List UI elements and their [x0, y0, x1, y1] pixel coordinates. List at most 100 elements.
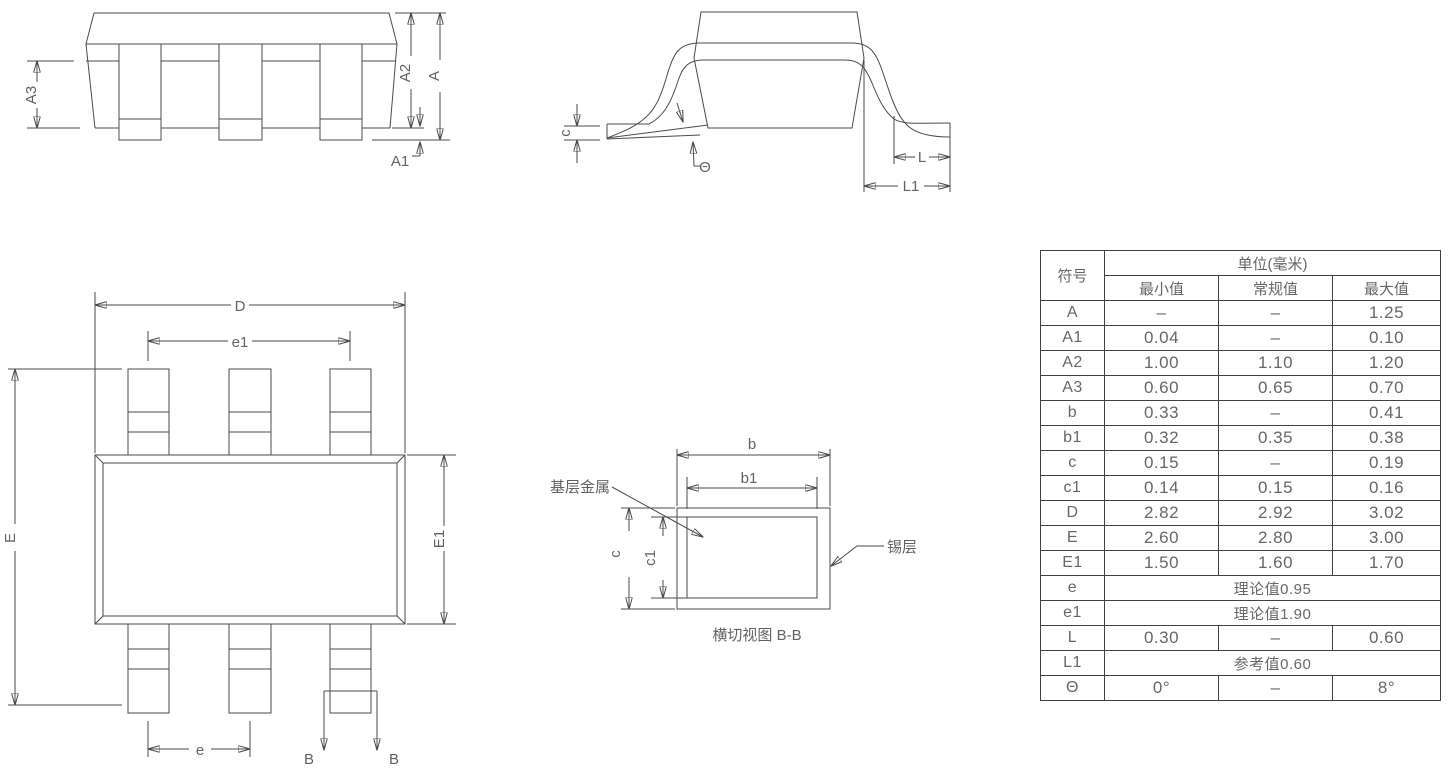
- cell-typ: –: [1218, 325, 1333, 351]
- top-pins-upper: [127, 368, 372, 456]
- dim-label-b1: b1: [741, 470, 758, 487]
- table-header-symbol: 符号: [1040, 250, 1105, 301]
- cell-max: 0.16: [1331, 475, 1442, 501]
- cell-typ: –: [1218, 300, 1333, 326]
- dim-e1: e1: [147, 331, 351, 361]
- dim-label-L: L: [918, 149, 926, 166]
- table-header-min: 最小值: [1104, 275, 1219, 301]
- top-pins-lower: [127, 623, 372, 714]
- dim-E: E: [2, 368, 122, 706]
- dim-label-b: b: [748, 436, 756, 453]
- cell-symbol: L: [1040, 625, 1105, 651]
- table-row: A – – 1.25: [1040, 300, 1442, 326]
- dim-label-A3: A3: [23, 86, 40, 104]
- cell-symbol: e: [1040, 575, 1105, 601]
- table-row: c1 0.14 0.15 0.16: [1040, 475, 1442, 501]
- cell-symbol: L1: [1040, 650, 1105, 676]
- table-header-typ: 常规值: [1218, 275, 1333, 301]
- section-caption: 横切视图 B-B: [712, 627, 801, 644]
- cell-min: 0.15: [1104, 450, 1219, 476]
- cell-min: 0.30: [1104, 625, 1219, 651]
- dim-c-side: c: [557, 104, 600, 163]
- front-view-drawing: A3 A2 A A1: [23, 12, 450, 170]
- dim-label-c-section: c: [607, 550, 624, 558]
- cell-max: 0.38: [1331, 425, 1442, 451]
- package-body-outline: [85, 12, 398, 129]
- dim-label-c1: c1: [642, 550, 659, 566]
- dim-theta: Θ: [677, 102, 711, 176]
- dim-b: b: [676, 436, 831, 506]
- dim-label-e1: e1: [232, 334, 249, 351]
- dimensions-table: 符号 单位(毫米) 最小值 常规值 最大值 A – – 1.25 A1 0.04…: [1040, 250, 1442, 701]
- cell-symbol: c: [1040, 450, 1105, 476]
- cell-symbol: E1: [1040, 550, 1105, 576]
- cell-typ: 2.92: [1218, 500, 1333, 526]
- dim-A: A: [372, 13, 450, 141]
- dim-label-theta: Θ: [699, 159, 711, 176]
- dim-label-e: e: [196, 742, 204, 759]
- top-view-drawing: D e1: [2, 292, 456, 768]
- right-lead-profile: [844, 42, 951, 140]
- cell-min: 0.60: [1104, 375, 1219, 401]
- package-pins: [118, 43, 363, 141]
- cell-typ: 0.15: [1218, 475, 1333, 501]
- section-label-B-left: B: [304, 751, 314, 768]
- dim-label-E: E: [2, 533, 19, 543]
- cell-typ: 2.80: [1218, 525, 1333, 551]
- cell-symbol: c1: [1040, 475, 1105, 501]
- cell-max: 1.25: [1331, 300, 1442, 326]
- cell-typ: 1.10: [1218, 350, 1333, 376]
- cell-typ: 0.35: [1218, 425, 1333, 451]
- cell-symbol: b: [1040, 400, 1105, 426]
- cell-max: 0.10: [1331, 325, 1442, 351]
- cell-symbol: e1: [1040, 600, 1105, 626]
- table-row: L 0.30 – 0.60: [1040, 625, 1442, 651]
- cell-max: 3.00: [1331, 525, 1442, 551]
- table-row: c 0.15 – 0.19: [1040, 450, 1442, 476]
- table-row: b1 0.32 0.35 0.38: [1040, 425, 1442, 451]
- lead-cross-section: [676, 507, 831, 610]
- cell-typ: 0.65: [1218, 375, 1333, 401]
- cell-min: 2.60: [1104, 525, 1219, 551]
- cell-max: 1.70: [1331, 550, 1442, 576]
- dim-A1: A1: [391, 107, 420, 170]
- cell-symbol: E: [1040, 525, 1105, 551]
- cell-typ: –: [1218, 625, 1333, 651]
- table-header-unit: 单位(毫米): [1103, 250, 1442, 276]
- cell-max: 3.02: [1331, 500, 1442, 526]
- table-row: e1 理论值1.90: [1040, 600, 1442, 626]
- dim-label-D: D: [235, 298, 246, 315]
- dim-label-L1: L1: [903, 178, 920, 195]
- table-row: b 0.33 – 0.41: [1040, 400, 1442, 426]
- cell-max: 8°: [1331, 675, 1442, 701]
- cell-symbol: Θ: [1040, 675, 1105, 701]
- cell-symbol: D: [1040, 500, 1105, 526]
- cell-max: 0.41: [1331, 400, 1442, 426]
- cross-section-drawing: b b1 c c1 基层金属 锡层 横切视图 B-B: [550, 436, 917, 644]
- cell-min: 0.14: [1104, 475, 1219, 501]
- table-row: Θ 0° – 8°: [1040, 675, 1442, 701]
- section-cut-B-B: B B: [304, 690, 399, 768]
- section-label-B-right: B: [389, 751, 399, 768]
- table-row: A3 0.60 0.65 0.70: [1040, 375, 1442, 401]
- dim-E1: E1: [407, 454, 456, 625]
- cell-max: 0.19: [1331, 450, 1442, 476]
- dim-D: D: [94, 292, 406, 453]
- top-body-outline: [94, 454, 406, 625]
- callout-base-metal: 基层金属: [550, 479, 703, 537]
- cell-min: 0°: [1104, 675, 1219, 701]
- cell-typ: –: [1218, 675, 1333, 701]
- callout-tin-layer: 锡层: [831, 539, 917, 566]
- cell-symbol: A: [1040, 300, 1105, 326]
- cell-min: 2.82: [1104, 500, 1219, 526]
- side-view-drawing: c Θ L L1: [557, 11, 951, 195]
- dim-A2: A2: [392, 12, 446, 129]
- dim-c1: c1: [642, 516, 689, 599]
- cell-min: –: [1104, 300, 1219, 326]
- callout-label-tin-layer: 锡层: [887, 539, 917, 556]
- cell-max: 0.70: [1331, 375, 1442, 401]
- table-row: D 2.82 2.92 3.02: [1040, 500, 1442, 526]
- cell-max: 1.20: [1331, 350, 1442, 376]
- cell-symbol: A3: [1040, 375, 1105, 401]
